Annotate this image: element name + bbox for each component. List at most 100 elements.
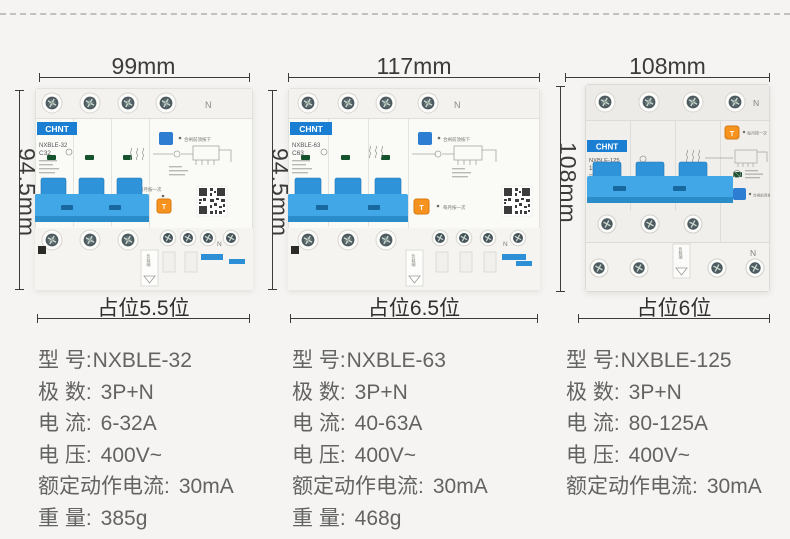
breaker-image-nxble-32: N CHNT NXBLE-32 C32 合闸前须按下 每月按一次 — [35, 88, 253, 290]
spec-row: 电 压: 400V~ — [292, 439, 488, 471]
spec-label: 额定动作电流: — [566, 475, 698, 498]
slots-label: 占位6位 — [636, 297, 712, 320]
spec-value: 6-32A — [100, 412, 157, 435]
spec-label: 型 号: — [292, 349, 346, 372]
status-indicator-window — [301, 155, 390, 160]
width-dimension-line — [288, 73, 540, 82]
chnt-logo-band — [290, 122, 332, 135]
spec-value: 3P+N — [628, 380, 682, 404]
spec-value: 385g — [100, 506, 148, 530]
spec-label: 电 流: — [38, 412, 92, 435]
width-dimension-label: 117mm — [376, 53, 452, 79]
reclose-blue-button — [159, 132, 173, 145]
neutral-top-label: N — [454, 100, 461, 110]
reclose-blue-button — [733, 188, 746, 200]
breaker-handle — [587, 161, 733, 203]
spec-value: 400V~ — [628, 443, 690, 467]
model-label: NXBLE-125 — [589, 158, 620, 164]
breaker-image-nxble-125: N T 每月按一次 CHNT NXBLE-125 100A — [585, 84, 770, 292]
neutral-top-label: N — [753, 98, 759, 108]
spec-label: 型 号: — [38, 349, 92, 372]
spec-value: NXBLE-125 — [620, 349, 732, 372]
brand-logo-text: CHNT — [596, 143, 618, 152]
width-dimension-label: 99mm — [111, 53, 176, 79]
spec-label: 极 数: — [292, 380, 346, 404]
svg-text:负载端: 负载端 — [146, 253, 152, 268]
slots-label: 占位5.5位 — [97, 297, 190, 320]
test-button-label: T — [730, 131, 735, 138]
din-clip — [291, 246, 299, 254]
spec-row: 电 流:40-63A — [292, 407, 488, 439]
coil-symbol — [686, 149, 700, 163]
spec-row: 极 数: 3P+N — [292, 376, 488, 408]
spec-row: 电 流: 6-32A — [38, 407, 234, 439]
test-button-label: T — [419, 205, 424, 212]
down-arrow-icon — [675, 267, 688, 276]
status-indicator-window — [47, 155, 132, 160]
width-dimension-line — [39, 73, 250, 82]
test-note: 每月按一次 — [139, 186, 162, 193]
svg-text:负载端: 负载端 — [411, 253, 417, 268]
top-dashed-divider — [0, 13, 790, 15]
spec-value: 30mA — [706, 475, 762, 498]
test-button — [413, 198, 430, 215]
rating-label: C32 — [39, 150, 51, 157]
width-dimension-label: 108mm — [629, 53, 706, 79]
load-side-tag: 负载端 — [405, 249, 424, 287]
slots-dimension-line — [290, 314, 538, 323]
chnt-logo-band — [587, 140, 627, 152]
spec-value: 468g — [354, 506, 402, 530]
spec-row: 型 号:NXBLE-32 — [38, 344, 234, 376]
spec-value: 400V~ — [100, 443, 162, 467]
spec-label: 额定动作电流: — [292, 475, 424, 498]
width-dimension-line — [565, 73, 770, 82]
spec-label: 电 压: — [292, 443, 346, 467]
spec-row: 型 号:NXBLE-125 — [566, 344, 762, 376]
brand-logo-text: CHNT — [299, 124, 323, 134]
spec-value: 30mA — [178, 475, 234, 498]
blue-button-note: 合闸前须按下 — [753, 193, 770, 198]
din-clip — [38, 246, 46, 254]
spec-row: 电 流:80-125A — [566, 407, 762, 439]
circuit-diagram — [705, 149, 768, 167]
spec-label: 极 数: — [566, 380, 620, 404]
spec-label: 极 数: — [38, 380, 92, 404]
spec-value: 400V~ — [354, 443, 416, 467]
brand-logo-text: CHNT — [45, 124, 69, 134]
spec-label: 电 压: — [566, 443, 620, 467]
test-button — [724, 125, 740, 140]
neutral-bottom-label: N — [217, 241, 222, 248]
neutral-top-label: N — [205, 100, 212, 110]
spec-row: 重 量: 468g — [292, 502, 488, 534]
height-dimension-line — [15, 90, 24, 290]
neutral-bottom-label: N — [750, 248, 756, 258]
spec-row: 电 压: 400V~ — [566, 439, 762, 471]
breaker-handle — [35, 177, 149, 222]
spec-row: 额定动作电流:30mA — [292, 470, 488, 502]
spec-label: 重 量: — [292, 506, 346, 530]
spec-label: 额定动作电流: — [38, 475, 170, 498]
spec-row: 额定动作电流: 30mA — [38, 470, 234, 502]
svg-text:负载端: 负载端 — [679, 246, 684, 260]
slots-dimension-line — [37, 314, 250, 323]
spec-row: 电 压:400V~ — [38, 439, 234, 471]
certification-mark-icon — [320, 148, 328, 156]
test-note: 每月按一次 — [747, 130, 767, 136]
model-label: NXBLE-32 — [39, 143, 68, 149]
spec-row: 极 数:3P+N — [38, 376, 234, 408]
circuit-diagram — [412, 145, 497, 165]
rating-label: C63 — [292, 150, 304, 157]
spec-label: 重 量: — [38, 506, 92, 530]
test-note: 每月按一次 — [443, 204, 466, 211]
spec-list: 型 号:NXBLE-32 极 数:3P+N 电 流: 6-32A 电 压:400V… — [38, 344, 234, 533]
spec-value: 3P+N — [354, 380, 408, 404]
test-button — [156, 198, 172, 214]
chnt-logo-band — [37, 122, 77, 135]
spec-list: 型 号:NXBLE-63 极 数:3P+N 电 流:40-63A 电 压:400… — [292, 344, 488, 533]
blue-button-note: 合闸前须按下 — [443, 136, 470, 143]
height-dimension-line — [556, 86, 565, 292]
circuit-diagram — [153, 145, 232, 165]
slots-dimension-line — [578, 314, 770, 323]
load-side-tag: 负载端 — [672, 243, 691, 279]
